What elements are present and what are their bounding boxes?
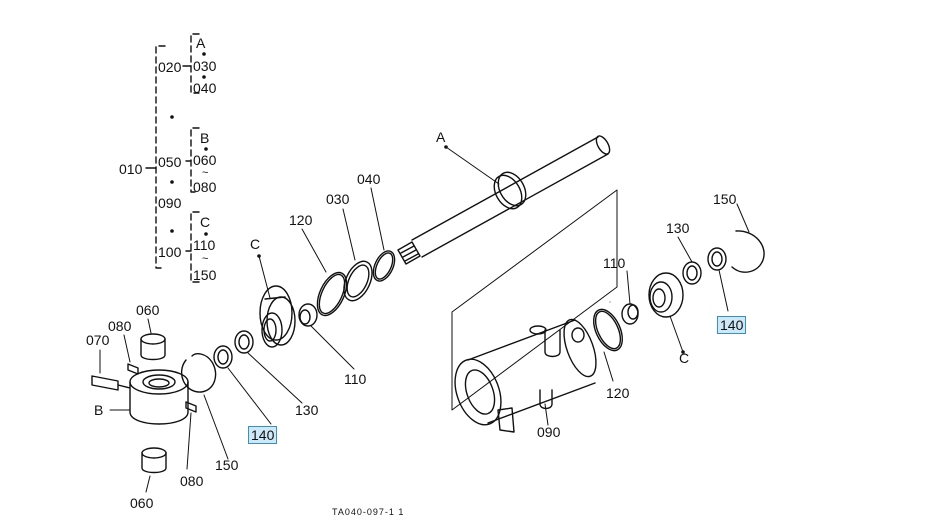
tree-group-050-label: 050 bbox=[158, 154, 182, 170]
left-head-group bbox=[181, 250, 396, 393]
right-assembly-group bbox=[592, 230, 765, 352]
callout-060-top: 060 bbox=[136, 302, 160, 318]
tree-range-mark-c: ~ bbox=[202, 253, 209, 265]
callout-060-bottom: 060 bbox=[130, 495, 154, 511]
tree-item-040-label: 040 bbox=[193, 80, 217, 96]
callout-130-left: 130 bbox=[295, 402, 319, 418]
callout-140-left-link[interactable]: 140 bbox=[248, 426, 278, 444]
leader-lines bbox=[99, 145, 750, 493]
callout-090: 090 bbox=[537, 424, 561, 440]
tree-group-100-label: 100 bbox=[158, 244, 182, 260]
tree-item-030-label: 030 bbox=[193, 58, 217, 74]
callout-c-right: C bbox=[679, 350, 690, 366]
callout-b: B bbox=[94, 402, 104, 418]
callout-a: A bbox=[436, 129, 446, 145]
callout-110-left: 110 bbox=[344, 371, 367, 387]
callout-140-right-link[interactable]: 140 bbox=[717, 316, 747, 334]
parts-tree-lines bbox=[145, 33, 208, 283]
callout-c-left: C bbox=[250, 236, 261, 252]
piston-rod-group bbox=[397, 135, 611, 265]
callout-130-right: 130 bbox=[666, 220, 690, 236]
tree-item-060-label: 060 bbox=[193, 152, 217, 168]
tree-group-090-label: 090 bbox=[158, 195, 182, 211]
barrel-group bbox=[451, 189, 618, 433]
tree-root-label: 010 bbox=[119, 161, 143, 177]
callout-030: 030 bbox=[326, 191, 350, 207]
callout-110-right: 110 bbox=[603, 255, 626, 271]
callout-150-right: 150 bbox=[713, 191, 737, 207]
callout-080-bottom: 080 bbox=[180, 473, 204, 489]
callout-080-top: 080 bbox=[108, 318, 132, 334]
tree-group-a-letter: A bbox=[196, 35, 206, 51]
callout-120-right: 120 bbox=[606, 385, 630, 401]
tree-group-020-label: 020 bbox=[158, 59, 182, 75]
tree-range-mark-b: ~ bbox=[202, 167, 209, 179]
drawing-code: TA040-097-1 1 bbox=[332, 507, 405, 517]
callout-040: 040 bbox=[357, 171, 381, 187]
callout-150-left: 150 bbox=[215, 457, 239, 473]
tree-item-150-label: 150 bbox=[193, 267, 217, 283]
tree-group-b-letter: B bbox=[200, 130, 210, 146]
tree-item-080-label: 080 bbox=[193, 179, 217, 195]
callout-120-left: 120 bbox=[289, 212, 313, 228]
tree-item-110-label: 110 bbox=[193, 237, 216, 253]
rod-end-group bbox=[91, 333, 197, 474]
callout-070: 070 bbox=[86, 332, 110, 348]
tree-group-c-letter: C bbox=[200, 214, 211, 230]
